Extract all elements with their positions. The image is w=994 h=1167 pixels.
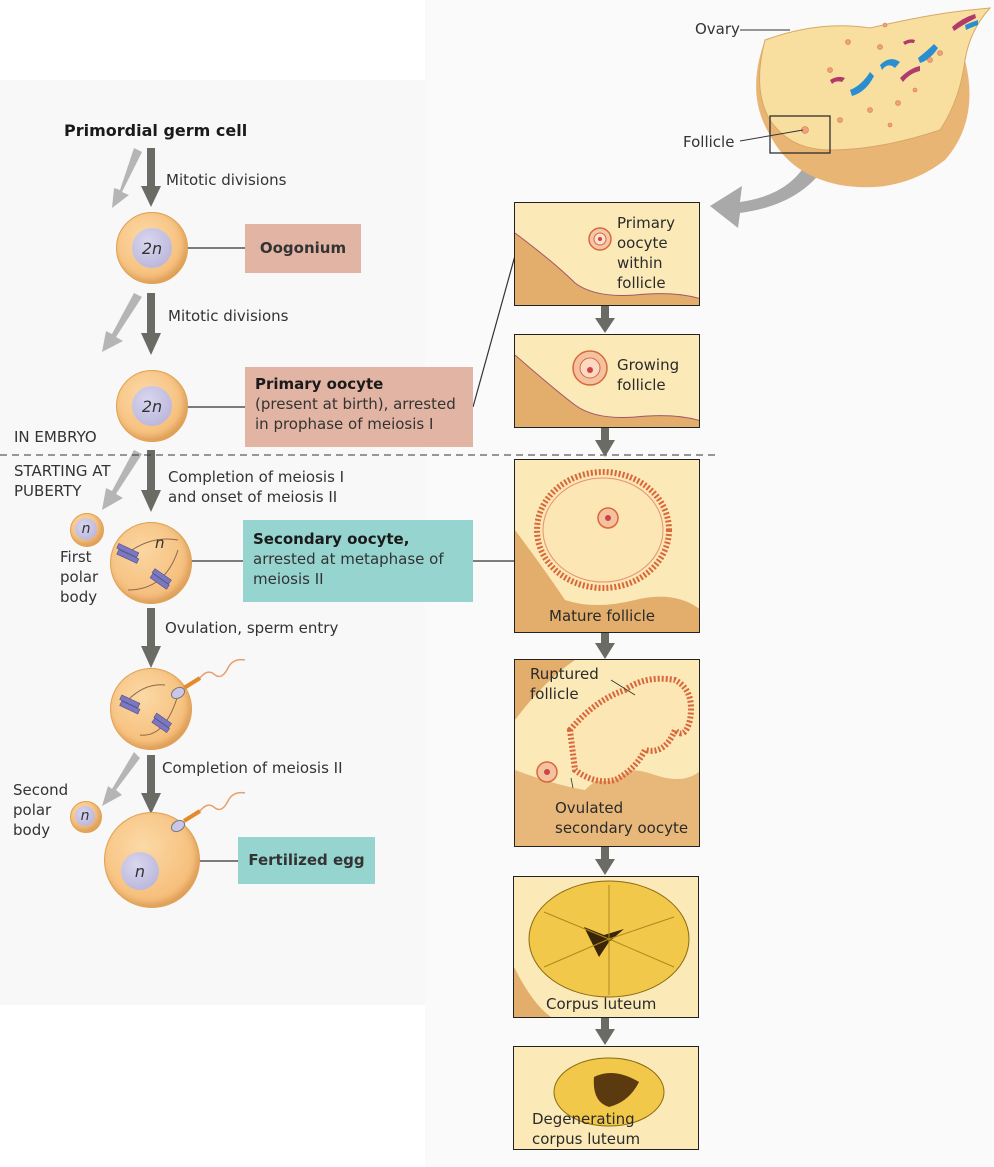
main-flow-arrows (141, 148, 161, 814)
panel-6-label: Degenerating corpus luteum (532, 1109, 640, 1149)
panel-4-label-line: follicle (530, 685, 579, 703)
secondary-oocyte-title: Secondary oocyte, (253, 530, 410, 548)
secondary-oocyte-label-box: Secondary oocyte, arrested at metaphase … (243, 520, 473, 602)
panel-1-art (515, 227, 699, 305)
panel-6-art (553, 1057, 665, 1127)
panel-degenerating-corpus-luteum: Degenerating corpus luteum (513, 1046, 699, 1150)
second-polar-body-label-2: polar (13, 801, 52, 819)
arrow-label-5: Completion of meiosis II (162, 759, 343, 777)
panel-4-art (515, 660, 699, 846)
fertilized-egg-nucleus: n (121, 852, 159, 890)
arrow-down-2 (141, 293, 161, 355)
panel-2-art (515, 350, 699, 427)
first-polar-body-label-1: First (60, 548, 92, 566)
primary-oocyte-label-box: Primary oocyte (present at birth), arres… (245, 367, 473, 447)
diag-arrow-3 (102, 450, 142, 510)
panel-2-label-line: follicle (617, 376, 666, 394)
first-polar-body-label-2: polar (60, 568, 99, 586)
fertilized-egg-label-box: Fertilized egg (238, 837, 375, 884)
panel-growing-follicle: Growing follicle (514, 334, 700, 428)
panel-4-label2-line: secondary oocyte (555, 819, 689, 837)
panel-mature-follicle: Mature follicle (514, 459, 700, 633)
diag-arrow-4 (102, 752, 140, 806)
stage-label-puberty-1: STARTING AT (14, 462, 111, 480)
arrow-down-5 (141, 755, 161, 814)
secondary-oocyte-desc-1: arrested at metaphase of (253, 550, 444, 568)
arrow-label-3b: and onset of meiosis II (168, 488, 338, 506)
arrow-down-4 (141, 608, 161, 668)
arrow-down-3 (141, 450, 161, 512)
panel-5-art (514, 880, 690, 1017)
ovary-red-vessels (830, 14, 976, 84)
arrow-label-1: Mitotic divisions (166, 171, 287, 189)
panel-3-label: Mature follicle (549, 607, 655, 625)
panel-corpus-luteum: Corpus luteum (513, 876, 699, 1018)
connector-lines (186, 247, 517, 862)
start-label: Primordial germ cell (64, 121, 248, 140)
second-polar-body-label-1: Second (13, 781, 69, 799)
panel-2-label-line: Growing (617, 356, 680, 374)
panel-4-label: Ruptured follicle (530, 664, 599, 704)
arrow-label-4: Ovulation, sperm entry (165, 619, 339, 637)
stage-label-puberty-2: PUBERTY (14, 482, 82, 500)
secondary-oocyte-desc-2: meiosis II (253, 570, 324, 588)
arrow-down-1 (141, 148, 161, 207)
ovary-follicles (801, 22, 943, 134)
panel-1-label-line: Primary (617, 214, 675, 232)
panel-6-label-line: corpus luteum (532, 1130, 641, 1148)
ovary-label: Ovary (695, 20, 740, 38)
panel-1-label: Primary oocyte within follicle (617, 213, 675, 293)
panel-primary-oocyte-follicle: Primary oocyte within follicle (514, 202, 700, 306)
oogonium-label-box: Oogonium (245, 224, 361, 273)
panel-flow-arrows (595, 306, 615, 1045)
follicle-label: Follicle (683, 133, 735, 151)
arrow-label-2: Mitotic divisions (168, 307, 289, 325)
primary-oocyte-nucleus: 2n (132, 386, 172, 426)
panel-1-label-line: follicle (617, 274, 666, 292)
chromosomes (116, 543, 172, 590)
arrow-label-3a: Completion of meiosis I (168, 468, 345, 486)
zoom-curved-arrow (710, 160, 826, 228)
panel-4-label-2: Ovulated secondary oocyte (555, 798, 688, 838)
panel-1-label-line: oocyte (617, 234, 668, 252)
follicle-zoom-box (769, 115, 831, 154)
primary-oocyte-desc-2: in prophase of meiosis I (255, 415, 434, 433)
secondary-oocyte-ploidy: n (155, 534, 165, 552)
oogonium-nucleus: 2n (132, 228, 172, 268)
panel-4-label-line: Ruptured (530, 665, 599, 683)
follicle-pointer-line (739, 129, 804, 142)
first-polar-body-nucleus: n (75, 518, 97, 540)
polar-body-arrows (102, 148, 142, 806)
primary-oocyte-desc-1: (present at birth), arrested (255, 395, 456, 413)
panel-4-label2-line: Ovulated (555, 799, 624, 817)
second-polar-body-label-3: body (13, 821, 51, 839)
first-polar-body-label-3: body (60, 588, 98, 606)
secondary-oocyte-cell (110, 522, 192, 604)
panel-5-label: Corpus luteum (546, 995, 657, 1013)
diag-arrow-2 (102, 293, 142, 352)
sperm-1 (170, 658, 246, 700)
panel-2-label: Growing follicle (617, 355, 679, 395)
primary-oocyte-title: Primary oocyte (255, 375, 384, 393)
stage-label-embryo: IN EMBRYO (14, 428, 97, 446)
panel-1-label-line: within (617, 254, 663, 272)
oocyte-sperm-entry-cell (110, 668, 192, 750)
panel-ruptured-follicle: Ruptured follicle Ovulated secondary ooc… (514, 659, 700, 847)
second-polar-body-nucleus: n (75, 806, 95, 826)
panel-3-art (515, 469, 699, 632)
ovary-blue-vessels (850, 20, 978, 96)
panel-6-label-line: Degenerating (532, 1110, 635, 1128)
diag-arrow-1 (112, 148, 142, 208)
